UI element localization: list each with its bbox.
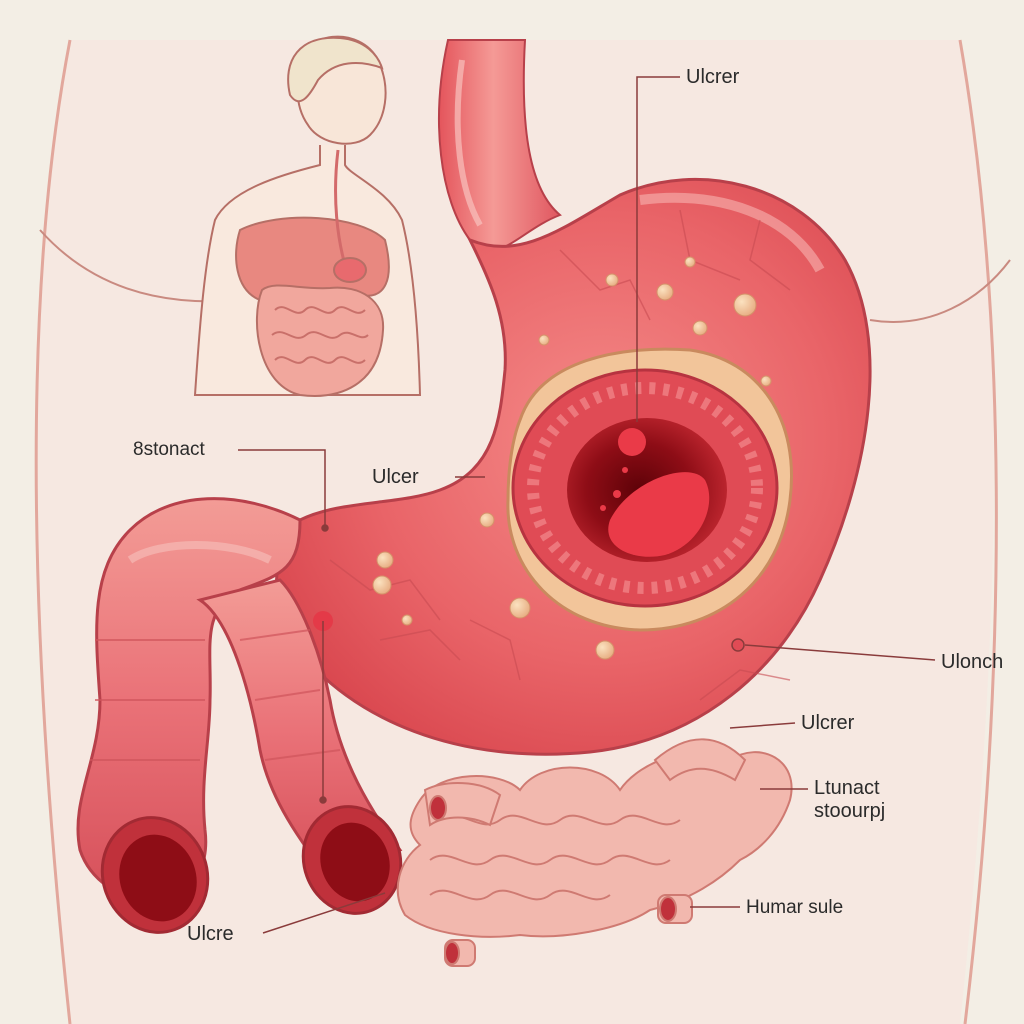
stomach-bubbles: [372, 256, 772, 660]
label-human-sule: Humar sule: [746, 897, 844, 918]
label-leader-lines: [238, 76, 936, 934]
label-mid-ulcer: Ulcer: [372, 466, 419, 488]
label-lower-ulcer: Ulcrer: [801, 712, 855, 734]
small-intestine: [396, 738, 793, 967]
label-right-ulonch: Ulonch: [941, 651, 1004, 673]
intestine-tube: [76, 497, 403, 934]
label-intestine-line2: stoourpj: [814, 800, 886, 822]
label-intestine: Ltunact stoourpj: [814, 777, 885, 823]
ulcer-crater: [506, 347, 793, 632]
label-intestine-line1: Ltunact: [814, 777, 880, 799]
label-bottom-ulcre: Ulcre: [187, 923, 234, 945]
human-figure-inset: [193, 35, 422, 397]
label-top-ulcer: Ulcrer: [686, 66, 740, 88]
esophagus: [438, 39, 562, 252]
label-stomach: 8stonact: [133, 439, 205, 460]
